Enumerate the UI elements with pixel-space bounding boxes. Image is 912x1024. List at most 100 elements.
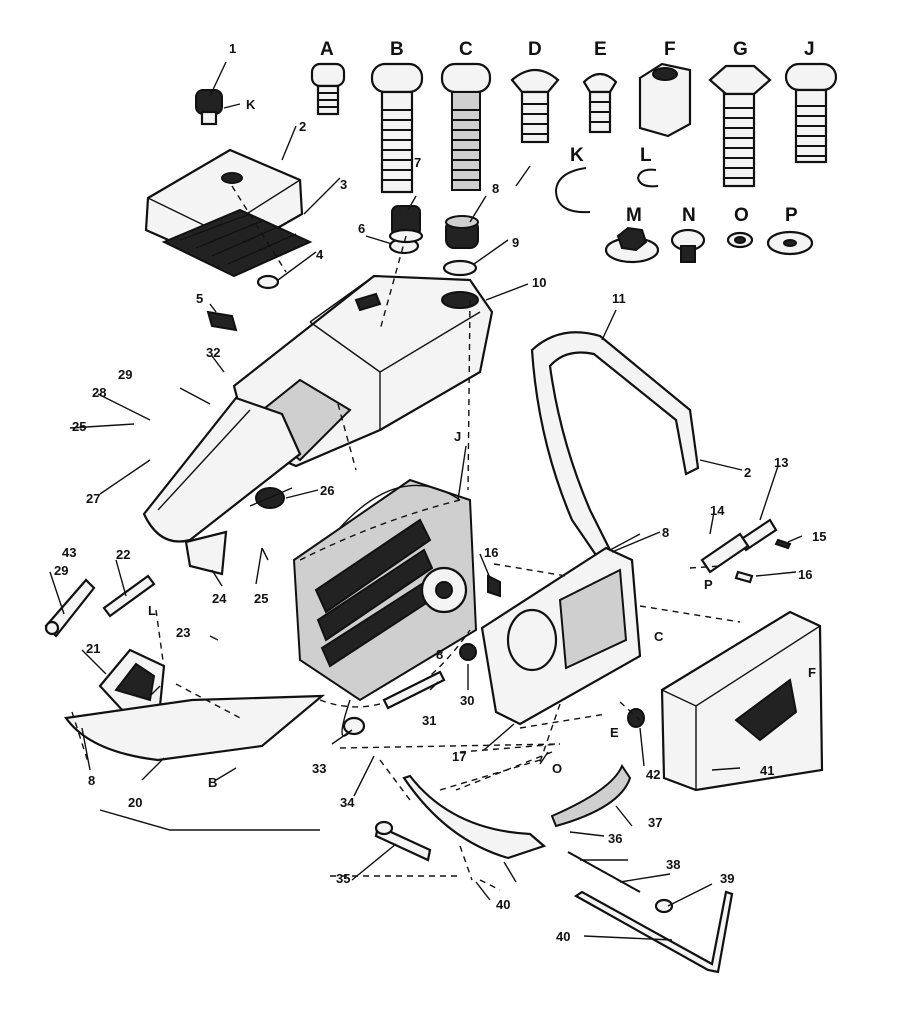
part-39-nut: [654, 898, 674, 914]
callout-22: 22: [116, 547, 131, 562]
callout-38: 38: [666, 857, 681, 872]
callout-14: 14: [710, 503, 725, 518]
part-17-side-plate: [480, 546, 642, 726]
callout-25b: 25: [72, 419, 87, 434]
hardware-label-m: M: [626, 205, 642, 226]
callout-f2: F: [808, 665, 816, 680]
part-35-bolt: [374, 820, 432, 862]
callout-32: 32: [206, 345, 221, 360]
callout-30: 30: [460, 693, 475, 708]
callout-4: 4: [316, 247, 324, 262]
callout-24: 24: [212, 591, 227, 606]
part-30-nut: [459, 643, 477, 661]
hardware-label-d: D: [528, 39, 542, 60]
part-26-fitting: [249, 487, 293, 509]
callout-8d: 8: [436, 647, 444, 662]
callout-9: 9: [512, 235, 520, 250]
part-3-filter-screen: [161, 208, 313, 278]
callout-11: 11: [612, 291, 626, 306]
callout-42: 42: [646, 767, 661, 782]
callout-j2: J: [454, 429, 462, 444]
callout-15: 15: [812, 529, 827, 544]
callout-2b: 2: [744, 465, 752, 480]
callout-39: 39: [720, 871, 735, 886]
part-40-rod: [573, 890, 734, 974]
callout-37: 37: [648, 815, 663, 830]
callout-16b: 16: [484, 545, 499, 560]
callout-1: 1: [229, 41, 237, 56]
screw-a: [310, 62, 346, 116]
part-37-chain-segment: [550, 763, 632, 828]
part-14-pin: [700, 532, 750, 574]
part-21-bumper: [98, 648, 166, 714]
bolt-g: [708, 64, 772, 188]
part-33-nut: [342, 716, 366, 736]
callout-8: 8: [492, 181, 500, 196]
hardware-label-g: G: [733, 39, 748, 60]
screw-n: [670, 228, 706, 263]
nut-m: [604, 226, 660, 264]
hardware-label-a: A: [320, 39, 334, 60]
callout-29a: 29: [118, 367, 133, 382]
part-11-top-handle: [530, 331, 700, 560]
hardware-label-o: O: [734, 205, 749, 226]
part-15-pin: [774, 538, 792, 550]
hardware-label-f: F: [664, 39, 676, 60]
washer-p: [766, 230, 814, 256]
part-41-chain-cover: [660, 610, 824, 792]
hardware-label-c: C: [459, 39, 473, 60]
part-5-tab: [206, 310, 238, 332]
bolt-c: [440, 62, 492, 191]
callout-27: 27: [86, 491, 101, 506]
callout-16a: 16: [798, 567, 813, 582]
callout-43: 43: [62, 545, 77, 560]
callout-13: 13: [774, 455, 789, 470]
callout-25a: 25: [254, 591, 269, 606]
part-8-cap: [445, 215, 479, 249]
part-36-brake-lever: [402, 774, 547, 860]
callout-o2: O: [552, 761, 563, 776]
part-28-rear-handle: [142, 396, 302, 543]
screw-e: [582, 72, 618, 134]
callout-33: 33: [312, 761, 327, 776]
alignment-lines: [71, 185, 741, 891]
part-43-lever: [44, 578, 96, 638]
callout-b2: B: [208, 775, 218, 790]
callout-17: 17: [452, 749, 467, 764]
clip-l: [636, 168, 659, 188]
callout-2: 2: [299, 119, 307, 134]
callout-7: 7: [414, 155, 422, 170]
callout-41: 41: [760, 763, 775, 778]
callout-21: 21: [86, 641, 101, 656]
callout-28: 28: [92, 385, 107, 400]
hardware-label-j: J: [804, 39, 815, 60]
nut-f: [638, 62, 692, 138]
callout-l2: L: [148, 603, 156, 618]
callout-40b: 40: [496, 897, 511, 912]
callout-6: 6: [358, 221, 366, 236]
callout-e2: E: [610, 725, 619, 740]
leader-lines: [49, 61, 803, 941]
hardware-label-p: P: [785, 205, 798, 226]
callout-34: 34: [340, 795, 355, 810]
callout-p2: P: [704, 577, 713, 592]
callout-23: 23: [176, 625, 191, 640]
part-20-guard: [64, 694, 326, 762]
callout-8b: 8: [662, 525, 670, 540]
callout-5: 5: [196, 291, 204, 306]
callout-26: 26: [320, 483, 335, 498]
callout-c2: C: [654, 629, 664, 644]
callout-20: 20: [128, 795, 143, 810]
hardware-label-n: N: [682, 205, 696, 226]
hardware-label-l: L: [640, 145, 652, 166]
bolt-b: [370, 62, 424, 194]
part-31-bolt: [382, 670, 446, 710]
part-16-pin: [487, 570, 754, 598]
callout-35: 35: [336, 871, 351, 886]
hardware-label-b: B: [390, 39, 404, 60]
callout-40: 40: [556, 929, 571, 944]
bolt-j: [784, 62, 838, 164]
part-4-nut: [256, 274, 280, 290]
